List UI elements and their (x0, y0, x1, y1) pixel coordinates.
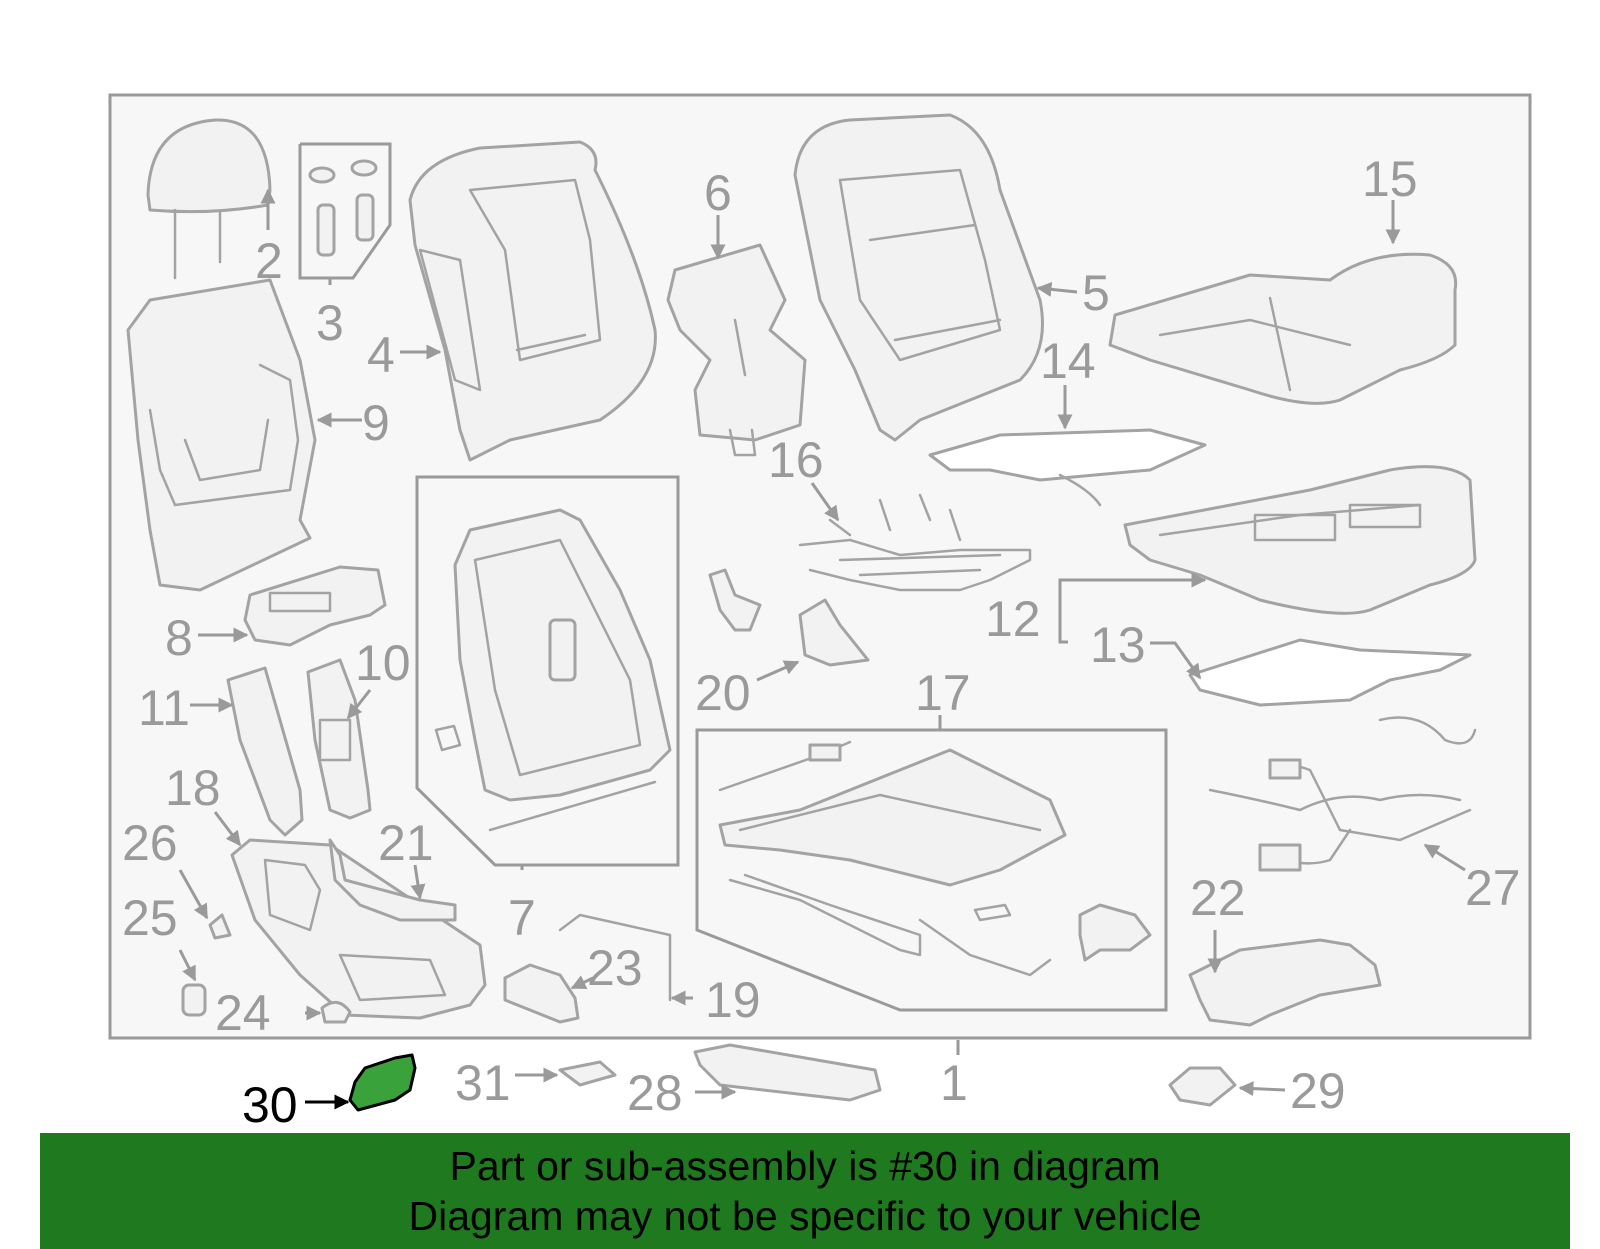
part-13-pan (1188, 638, 1472, 707)
part-14-heater-mat (928, 428, 1207, 507)
callout-24: 24 (215, 985, 271, 1041)
callout-labels: 2 3 4 5 6 15 14 9 16 12 13 8 11 10 20 17… (122, 151, 1521, 1133)
part-8-switch (243, 565, 387, 647)
part-29-clip (1168, 1066, 1237, 1107)
part-16-springs (798, 493, 1032, 592)
part-17-seat-frame (718, 740, 1152, 977)
callout-25: 25 (122, 890, 178, 946)
part-12-cushion-foam (1123, 465, 1477, 615)
part-3-guides (308, 159, 378, 257)
callout-6: 6 (704, 165, 732, 221)
callout-1: 1 (940, 1055, 968, 1111)
bracket-small (708, 568, 762, 632)
part-20-bracket (798, 598, 870, 667)
part-24-cap (320, 1000, 352, 1024)
callout-21: 21 (378, 815, 434, 871)
box-17 (695, 728, 1168, 1012)
callout-14: 14 (1040, 333, 1096, 389)
callout-19: 19 (705, 972, 761, 1028)
callout-30: 30 (242, 1077, 298, 1133)
box-7 (415, 475, 680, 867)
part-6-pad (666, 243, 807, 457)
callout-23: 23 (587, 940, 643, 996)
callout-8: 8 (165, 610, 193, 666)
callout-9: 9 (362, 395, 390, 451)
callout-29: 29 (1290, 1063, 1346, 1119)
callout-18: 18 (165, 760, 221, 816)
callout-5: 5 (1082, 265, 1110, 321)
callout-7: 7 (508, 890, 536, 946)
callout-2: 2 (255, 233, 283, 289)
callout-17: 17 (915, 665, 971, 721)
part-21-trim (328, 838, 457, 922)
part-15-cushion-cover (1108, 252, 1458, 405)
leader-lines (178, 188, 1466, 1110)
part-2-headrest (146, 118, 272, 280)
part-5-seatback-cover (793, 113, 1044, 442)
callout-3: 3 (316, 295, 344, 351)
callout-4: 4 (367, 327, 395, 383)
callout-22: 22 (1190, 870, 1246, 926)
part-31-clip (558, 1060, 617, 1087)
part-4-seatback-foam (408, 140, 657, 462)
banner-line-1: Part or sub-assembly is #30 in diagram (449, 1143, 1161, 1189)
part-10-trim (306, 658, 372, 820)
callout-15: 15 (1362, 151, 1418, 207)
callout-28: 28 (627, 1065, 683, 1121)
callout-11: 11 (138, 680, 190, 736)
callout-31: 31 (455, 1055, 511, 1111)
callout-16: 16 (768, 432, 824, 488)
callout-27: 27 (1465, 860, 1521, 916)
part-28-cover (693, 1043, 882, 1102)
part-18-side-shield (230, 838, 487, 1020)
info-banner: Part or sub-assembly is #30 in diagram D… (40, 1133, 1570, 1249)
part-7-frame (434, 508, 672, 832)
part-11-trim (226, 666, 304, 837)
part-30-highlighted (348, 1053, 417, 1112)
box-3 (298, 142, 392, 280)
callout-10: 10 (355, 635, 411, 691)
part-27-harness (1208, 716, 1477, 872)
callout-20: 20 (695, 665, 751, 721)
part-19-rod (558, 913, 672, 1002)
part-9-back-panel (126, 278, 317, 592)
banner-line-2: Diagram may not be specific to your vehi… (408, 1193, 1202, 1239)
part-22-track (1188, 938, 1382, 1027)
callout-26: 26 (122, 815, 178, 871)
callout-12: 12 (985, 591, 1041, 647)
part-23-bracket (503, 963, 580, 1024)
callout-13: 13 (1090, 617, 1146, 673)
part-25-cap (181, 983, 207, 1017)
part-26-cap (208, 913, 232, 940)
